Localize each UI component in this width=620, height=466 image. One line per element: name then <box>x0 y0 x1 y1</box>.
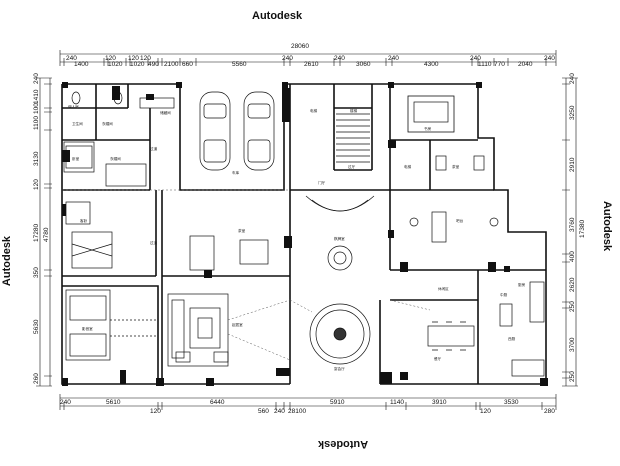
room-label: 起居室 <box>232 322 243 327</box>
svg-text:1400: 1400 <box>74 61 89 68</box>
room-label: 过道 <box>150 240 158 245</box>
svg-text:2910: 2910 <box>569 157 576 172</box>
svg-text:240: 240 <box>60 399 71 406</box>
room-label: 吧台 <box>456 218 464 223</box>
car-right <box>243 91 275 171</box>
svg-text:490: 490 <box>148 61 159 68</box>
room-label: 过道 <box>150 146 158 151</box>
svg-text:3060: 3060 <box>356 61 371 68</box>
svg-text:240: 240 <box>274 408 285 415</box>
dim-top-total: 28060 <box>291 43 309 50</box>
svg-text:240: 240 <box>33 73 40 84</box>
svg-text:6440: 6440 <box>210 399 225 406</box>
svg-text:1100: 1100 <box>33 116 40 130</box>
room-label: 宴会厅 <box>334 366 345 371</box>
room-label: 西厨 <box>508 336 516 341</box>
walls <box>61 83 547 385</box>
svg-text:280: 280 <box>544 408 555 415</box>
room-label: 茶室 <box>238 228 246 233</box>
svg-text:3910: 3910 <box>432 399 447 406</box>
room-label: 休闲区 <box>438 286 449 291</box>
svg-text:4300: 4300 <box>424 61 439 68</box>
room-label: 衣帽间 <box>102 121 113 126</box>
watermark-top: Autodesk <box>252 10 303 22</box>
svg-text:100: 100 <box>33 103 40 114</box>
room-label: 茶室 <box>452 164 460 169</box>
room-label: 餐厅 <box>434 356 442 361</box>
svg-text:1020: 1020 <box>130 61 145 68</box>
room-labels: 卫生间 衣帽间 储藏间 卧室 衣帽间 过道 客卧 过道 车库 电梯 楼梯 过厅 … <box>68 104 526 371</box>
svg-text:2620: 2620 <box>569 277 576 292</box>
svg-text:120: 120 <box>150 408 161 415</box>
svg-text:120: 120 <box>105 55 116 62</box>
svg-text:560: 560 <box>258 408 269 415</box>
svg-text:250: 250 <box>569 301 576 312</box>
svg-text:1140: 1140 <box>390 399 404 406</box>
svg-text:28100: 28100 <box>288 408 306 415</box>
svg-text:240: 240 <box>544 55 555 62</box>
svg-text:260: 260 <box>33 373 40 384</box>
svg-text:3530: 3530 <box>504 399 519 406</box>
svg-text:120: 120 <box>140 55 151 62</box>
svg-text:120: 120 <box>33 179 40 190</box>
room-label: 电梯 <box>310 108 318 113</box>
svg-text:350: 350 <box>33 267 40 278</box>
svg-text:17380: 17380 <box>579 220 586 238</box>
svg-text:660: 660 <box>182 61 193 68</box>
room-label: 衣帽间 <box>110 156 121 161</box>
svg-text:240: 240 <box>282 55 293 62</box>
svg-text:2100: 2100 <box>164 61 179 68</box>
dashed-sightlines <box>62 189 431 361</box>
svg-text:3250: 3250 <box>569 105 576 120</box>
room-label: 书房 <box>424 126 432 131</box>
room-label: 楼梯 <box>350 108 358 113</box>
dimension-labels-top: 28060 240 1400 120 1020 120 1020 490 120… <box>66 43 555 68</box>
dimension-lines <box>36 50 578 410</box>
svg-text:120: 120 <box>128 55 139 62</box>
dimension-labels-bottom: 240 5610 120 6440 560 240 5910 1140 3910… <box>60 399 555 415</box>
svg-text:1410: 1410 <box>33 89 40 104</box>
svg-text:3760: 3760 <box>569 217 576 232</box>
svg-text:1020: 1020 <box>108 61 123 68</box>
dimension-labels-left: 240 1410 100 1100 3130 120 17280 4780 35… <box>33 73 50 384</box>
svg-text:240: 240 <box>569 73 576 84</box>
room-label: 电梯 <box>404 164 412 169</box>
svg-text:5560: 5560 <box>232 61 247 68</box>
svg-text:770: 770 <box>494 61 505 68</box>
svg-text:1110: 1110 <box>478 61 492 68</box>
room-label: 卧室 <box>72 156 80 161</box>
room-label: 中厨 <box>500 292 508 297</box>
wall-columns <box>62 82 548 386</box>
svg-text:2040: 2040 <box>518 61 533 68</box>
svg-text:240: 240 <box>334 55 345 62</box>
svg-text:4780: 4780 <box>43 227 50 242</box>
furniture <box>63 91 545 377</box>
svg-text:240: 240 <box>470 55 481 62</box>
room-label: 卫生间 <box>72 121 83 126</box>
room-label: 客卧 <box>80 218 88 223</box>
svg-text:250: 250 <box>569 371 576 382</box>
room-label: 影音室 <box>82 326 93 331</box>
svg-text:2610: 2610 <box>304 61 319 68</box>
svg-text:3700: 3700 <box>569 337 576 352</box>
svg-text:240: 240 <box>66 55 77 62</box>
room-label: 厨房 <box>518 282 526 287</box>
svg-text:400: 400 <box>569 251 576 262</box>
dimension-labels-right: 240 3250 2910 17380 3760 400 2620 250 37… <box>569 73 586 382</box>
room-label: 门厅 <box>318 180 326 185</box>
svg-text:5630: 5630 <box>33 319 40 334</box>
svg-text:120: 120 <box>480 408 491 415</box>
svg-text:240: 240 <box>388 55 399 62</box>
svg-text:17280: 17280 <box>33 224 40 242</box>
svg-text:5610: 5610 <box>106 399 121 406</box>
room-label: 佣人房 <box>68 104 79 109</box>
room-label: 过厅 <box>348 164 356 169</box>
svg-text:5910: 5910 <box>330 399 345 406</box>
room-label: 车库 <box>232 170 240 175</box>
svg-text:3130: 3130 <box>33 151 40 166</box>
room-label: 储藏间 <box>160 110 171 115</box>
room-label: 棋牌室 <box>334 236 345 241</box>
car-left <box>199 91 231 171</box>
